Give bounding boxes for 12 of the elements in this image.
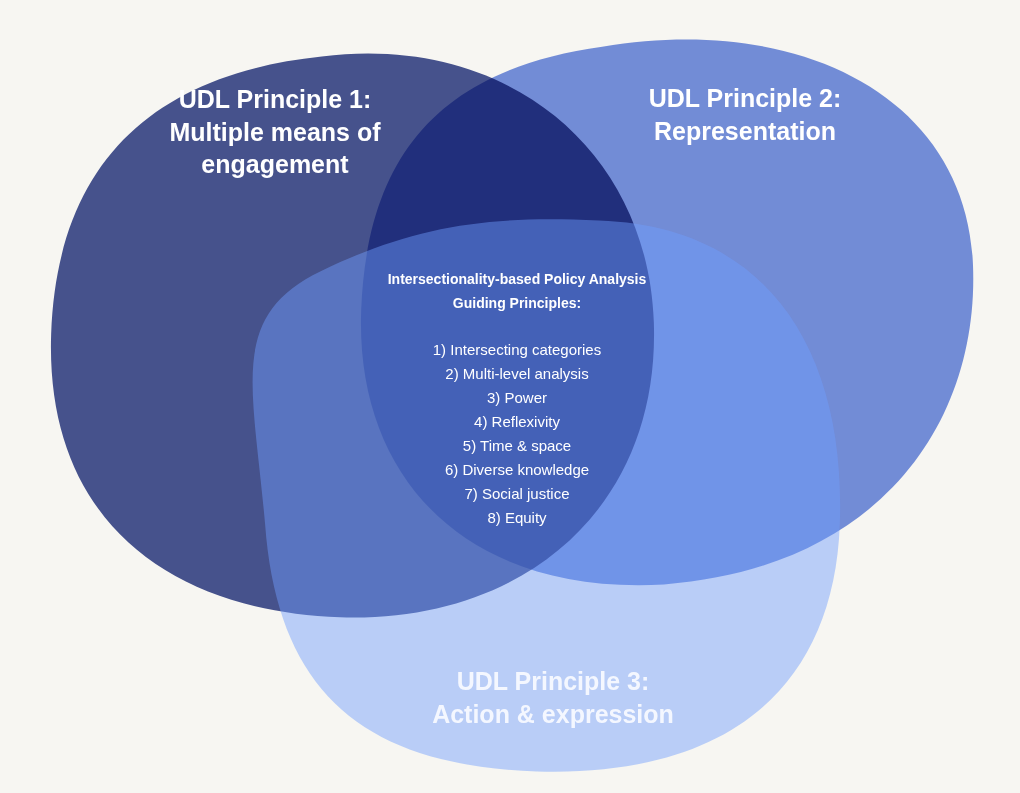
list-item: 5) Time & space: [462, 435, 572, 456]
list-item: 4) Reflexivity: [474, 411, 560, 432]
list-item: 3) Power: [487, 387, 547, 408]
list-item: 7) Social justice: [464, 483, 570, 504]
list-item: 6) Diverse knowledge: [444, 459, 590, 480]
list-item: 2) Multi-level analysis: [445, 363, 589, 384]
circle-title: UDL Principle 2: Representation: [647, 83, 843, 147]
circle-title: UDL Principle 1: Multiple means of engagement: [168, 84, 382, 180]
circle-title: UDL Principle 3: Action & expression: [431, 666, 675, 730]
list-item: 8) Equity: [487, 507, 547, 528]
heading-text: Intersectionality-based Policy Analysis Guiding Principles:: [386, 270, 648, 313]
list-item: 1) Intersecting categories: [432, 339, 602, 360]
